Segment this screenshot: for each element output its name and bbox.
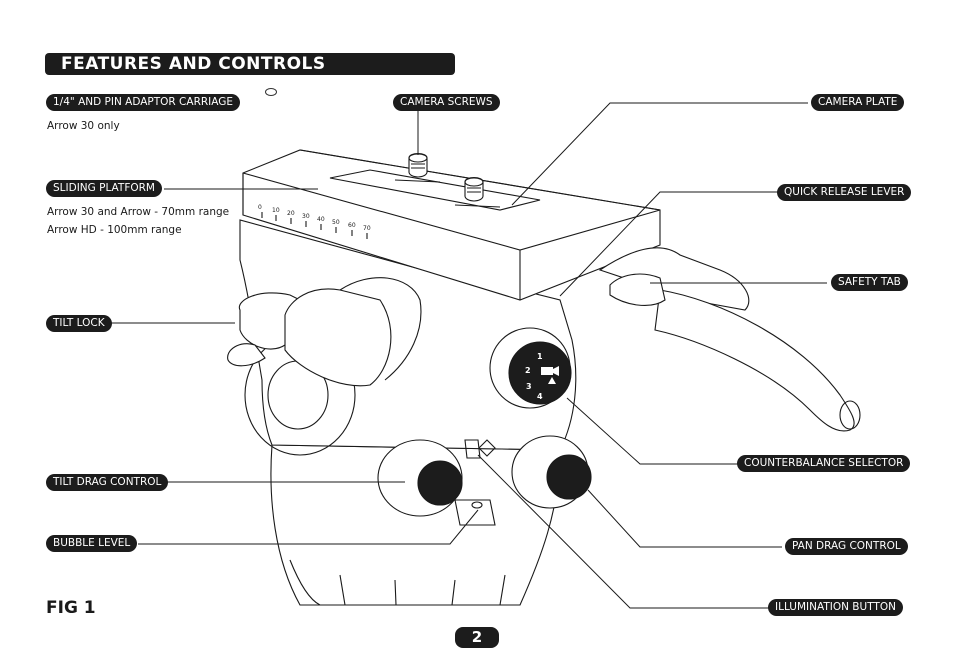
selector-number: 2 [525, 366, 531, 375]
label-tilt-lock: TILT LOCK [46, 315, 112, 332]
scale-tick-label: 10 [272, 207, 280, 214]
scale-tick-label: 0 [258, 204, 262, 211]
label-adaptor-carriage: 1/4" AND PIN ADAPTOR CARRIAGE [46, 94, 241, 111]
label-sliding-platform: SLIDING PLATFORM [46, 180, 162, 197]
label-counterbalance-selector: COUNTERBALANCE SELECTOR [737, 455, 911, 472]
section-title: FEATURES AND CONTROLS [61, 54, 326, 74]
label-quick-release-lever: QUICK RELEASE LEVER [777, 184, 912, 201]
scale-tick-label: 50 [332, 219, 340, 226]
label-camera-screws: CAMERA SCREWS [393, 94, 500, 111]
counterbalance-numbers: 1 2 3 4 [525, 352, 543, 401]
camera-icon [541, 366, 559, 384]
note-sliding-1: Arrow 30 and Arrow - 70mm range [47, 206, 230, 218]
label-camera-plate: CAMERA PLATE [811, 94, 905, 111]
note-sliding-2: Arrow HD - 100mm range [47, 224, 182, 236]
selector-number: 3 [526, 382, 532, 391]
label-pan-drag-control: PAN DRAG CONTROL [785, 538, 908, 555]
scale-tick-label: 30 [302, 213, 310, 220]
scale-tick-label: 40 [317, 216, 325, 223]
section-header-banner: FEATURES AND CONTROLS [45, 53, 455, 75]
scale-tick-label: 20 [287, 210, 295, 217]
label-bubble-level: BUBBLE LEVEL [46, 535, 138, 552]
note-adaptor: Arrow 30 only [47, 120, 120, 132]
label-safety-tab: SAFETY TAB [831, 274, 908, 291]
scale-tick-labels: 0 10 20 30 40 50 60 70 [258, 204, 371, 232]
scale-tick-label: 60 [348, 222, 356, 229]
figure-label: FIG 1 [46, 598, 96, 618]
small-oval-mark [265, 88, 277, 96]
label-tilt-drag-control: TILT DRAG CONTROL [46, 474, 169, 491]
selector-number: 4 [537, 392, 543, 401]
page-number: 2 [455, 627, 499, 648]
scale-tick-label: 70 [363, 225, 371, 232]
label-illumination-button: ILLUMINATION BUTTON [768, 599, 903, 616]
selector-number: 1 [537, 352, 543, 361]
